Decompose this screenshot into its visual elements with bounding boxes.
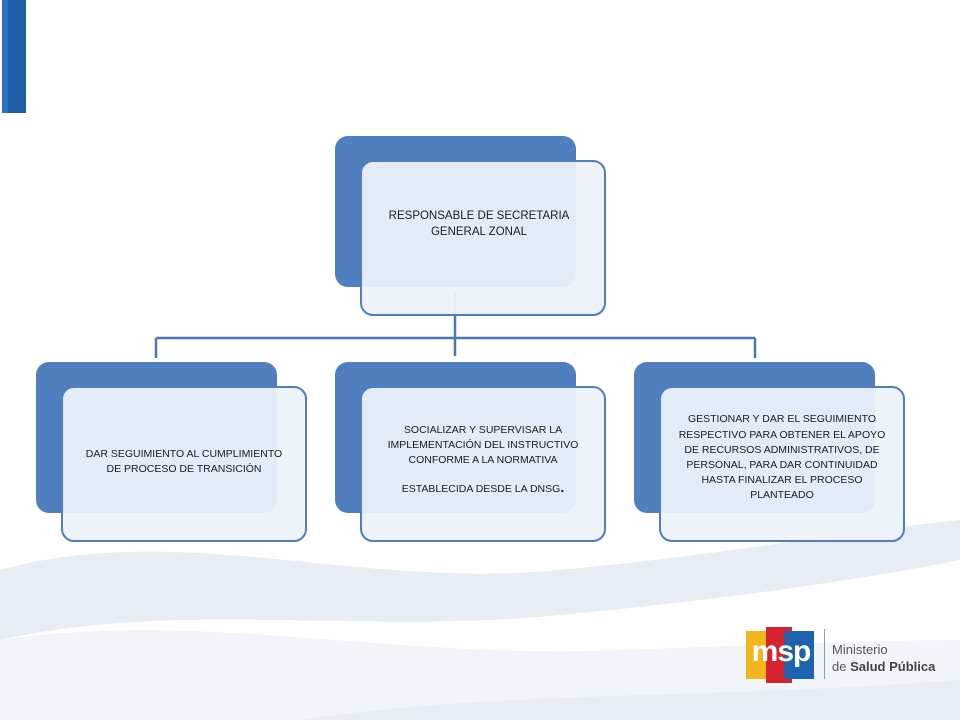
child-3-line-1: GESTIONAR Y DAR EL SEGUIMIENTO (687, 413, 877, 426)
child-node-2: SOCIALIZAR Y SUPERVISAR LA IMPLEMENTACIÓ… (360, 386, 606, 542)
child-1-line-2: DE PROCESO DE TRANSICIÓN (106, 463, 262, 475)
child-2-line-1: SOCIALIZAR Y SUPERVISAR LA (403, 424, 563, 437)
logo-health-text: de Salud Pública (832, 659, 935, 674)
logo-mark-text: msp (751, 635, 812, 668)
child-2-line-4-end: . (560, 478, 565, 495)
child-3-line-4: PERSONAL, PARA DAR CONTINUIDAD (686, 459, 878, 471)
child-3-line-3: DE RECURSOS ADMINISTRATIVOS, DE (684, 443, 880, 456)
accent-bar (2, 0, 26, 113)
logo-line2-bold: Salud Pública (850, 659, 936, 674)
child-3-line-5: HASTA FINALIZAR EL PROCESO (701, 474, 863, 487)
child-3-line-2: RESPECTIVO PARA OBTENER EL APOYO (678, 428, 886, 441)
logo-ministry-text: Ministerio (832, 642, 888, 657)
logo-line2-prefix: de (832, 659, 851, 674)
ministry-logo: msp Ministerio de Salud Pública (746, 625, 946, 687)
logo-divider (824, 629, 825, 679)
root-line-2: GENERAL ZONAL (430, 226, 528, 238)
child-2-line-4: ESTABLECIDA DESDE LA DNSG (401, 482, 561, 495)
child-2-line-2: IMPLEMENTACIÓN DEL INSTRUCTIVO (387, 439, 579, 452)
root-node: RESPONSABLE DE SECRETARIA GENERAL ZONAL (360, 160, 606, 316)
child-3-line-6: PLANTEADO (750, 489, 814, 502)
msp-logo-icon: msp (746, 627, 814, 683)
child-node-3: GESTIONAR Y DAR EL SEGUIMIENTO RESPECTIV… (659, 386, 905, 542)
child-1-line-1: DAR SEGUIMIENTO AL CUMPLIMIENTO (85, 447, 283, 460)
root-line-1: RESPONSABLE DE SECRETARIA (388, 210, 570, 223)
child-2-line-3: CONFORME A LA NORMATIVA (408, 454, 558, 467)
child-node-1: DAR SEGUIMIENTO AL CUMPLIMIENTO DE PROCE… (61, 386, 307, 542)
